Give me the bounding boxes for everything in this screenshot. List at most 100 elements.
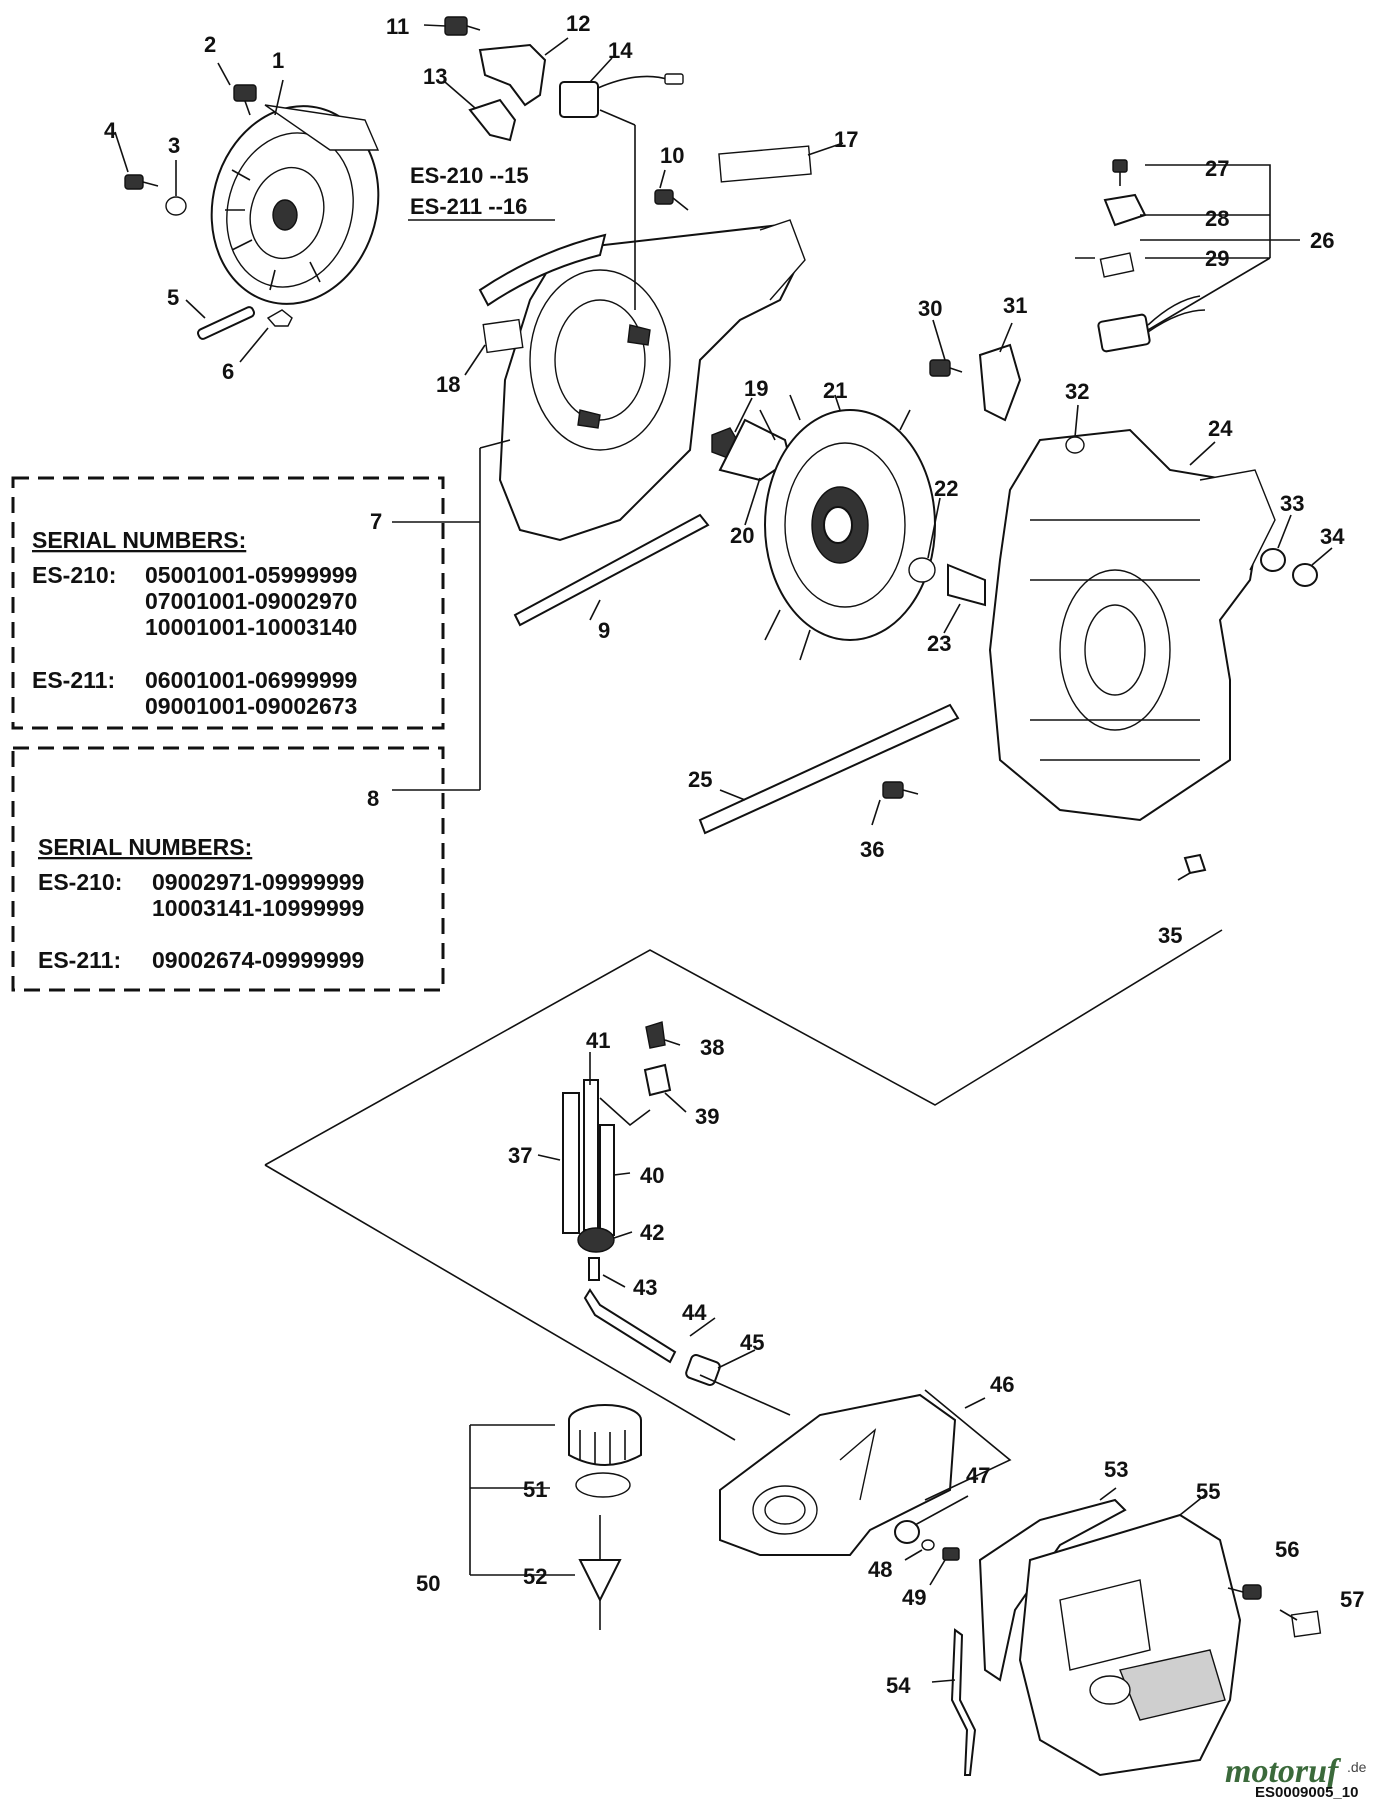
handle-part [978, 1498, 1127, 1682]
serial-box-2-model-a: ES-210: [38, 869, 122, 895]
screw-part [942, 1547, 960, 1561]
label-part [1290, 1610, 1322, 1638]
callout-49: 49 [902, 1585, 926, 1610]
fuel-strainer-part [578, 1515, 622, 1630]
callout-23: 23 [927, 631, 951, 656]
ignition-module-part [1097, 295, 1206, 353]
callout-10: 10 [660, 143, 684, 168]
screw-part [654, 189, 689, 211]
callout-22: 22 [934, 476, 958, 501]
grommet-part [1183, 853, 1207, 875]
callout-39: 39 [695, 1104, 719, 1129]
seal-strip-part [478, 233, 607, 307]
callout-2: 2 [204, 32, 216, 57]
fan-wheel [759, 394, 936, 661]
callout-9: 9 [598, 618, 610, 643]
callout-3: 3 [168, 133, 180, 158]
callout-50: 50 [416, 1571, 440, 1596]
callout-30: 30 [918, 296, 942, 321]
callout-48: 48 [868, 1557, 892, 1582]
callout-7: 7 [370, 509, 382, 534]
rod-part [950, 1628, 977, 1776]
callout-57: 57 [1340, 1587, 1364, 1612]
callout-32: 32 [1065, 379, 1089, 404]
callout-20: 20 [730, 523, 754, 548]
callout-19: 19 [744, 376, 768, 401]
callout-17: 17 [834, 127, 858, 152]
callout-4: 4 [104, 118, 117, 143]
serial-box-1-range: 07001001-09002970 [145, 588, 357, 614]
brand-watermark: motoruf [1225, 1753, 1342, 1790]
brand-watermark-suffix: .de [1347, 1759, 1367, 1775]
bushing-part [894, 1520, 920, 1544]
serial-box-2: SERIAL NUMBERS: ES-210: 09002971-0999999… [11, 746, 445, 992]
serial-box-2-range: 09002674-09999999 [152, 947, 364, 973]
coupler-part [947, 563, 986, 607]
callout-11: 11 [386, 14, 409, 39]
callout-13: 13 [423, 64, 447, 89]
callout-8: 8 [367, 786, 379, 811]
callout-43: 43 [633, 1275, 657, 1300]
callout-55: 55 [1196, 1479, 1220, 1504]
callout-53: 53 [1104, 1457, 1128, 1482]
label-part [482, 318, 524, 354]
screw-part [882, 781, 919, 799]
pin-part [197, 306, 255, 340]
nut-part [1260, 548, 1286, 572]
callout-35: 35 [1158, 923, 1182, 948]
callout-54: 54 [886, 1673, 911, 1698]
callout-24: 24 [1208, 416, 1233, 441]
fuel-cap-part [568, 1404, 642, 1466]
gasket-part [575, 1472, 631, 1498]
serial-box-1-range: 09001001-09002673 [145, 693, 357, 719]
callout-27: 27 [1205, 156, 1229, 181]
callout-6: 6 [222, 359, 234, 384]
callout-46: 46 [990, 1372, 1014, 1397]
callout-44: 44 [682, 1300, 707, 1325]
fuel-pipe-part [583, 1288, 677, 1364]
serial-box-1-model-b: ES-211: [32, 667, 115, 693]
spark-plug-part [978, 343, 1022, 422]
screw-part [1227, 1584, 1262, 1600]
engine-cover [1018, 1513, 1242, 1777]
fitting-part [685, 1354, 721, 1386]
callout-38: 38 [700, 1035, 724, 1060]
screw-part [124, 174, 159, 190]
variant-note-es211: ES-211 --16 [410, 194, 527, 219]
washer-part [908, 557, 936, 583]
grommet-part [645, 1021, 666, 1049]
callout-47: 47 [966, 1463, 990, 1488]
callout-21: 21 [823, 378, 847, 403]
callout-1: 1 [272, 48, 284, 73]
variant-note-es210: ES-210 --15 [410, 163, 529, 188]
callout-28: 28 [1205, 206, 1229, 231]
callout-36: 36 [860, 837, 884, 862]
fuel-hose-part [583, 1079, 599, 1231]
serial-box-2-title: SERIAL NUMBERS: [38, 834, 252, 860]
callout-56: 56 [1275, 1537, 1299, 1562]
serial-box-2-range: 09002971-09999999 [152, 869, 364, 895]
callout-34: 34 [1320, 524, 1345, 549]
callout-41: 41 [586, 1028, 610, 1053]
fan-housing [988, 428, 1276, 822]
serial-box-2-range: 10003141-10999999 [152, 895, 364, 921]
callout-40: 40 [640, 1163, 664, 1188]
callout-5: 5 [167, 285, 179, 310]
nut-part [1103, 193, 1147, 227]
fuel-hose-part [599, 1124, 615, 1236]
bracket-part [468, 98, 517, 142]
serial-box-1-model-a: ES-210: [32, 562, 116, 588]
screw-part [1112, 159, 1128, 186]
drawing-reference: ES0009005_10 [1255, 1784, 1358, 1800]
serial-box-1-range: 05001001-05999999 [145, 562, 357, 588]
switch-part [559, 73, 684, 118]
screw-part [233, 84, 257, 116]
nut-part [1292, 563, 1318, 587]
label-part [718, 145, 812, 183]
callout-51: 51 [523, 1477, 547, 1502]
spring-part [266, 309, 293, 327]
screw-part [929, 359, 963, 377]
fan-case [498, 219, 806, 542]
washer-part [1065, 436, 1085, 454]
